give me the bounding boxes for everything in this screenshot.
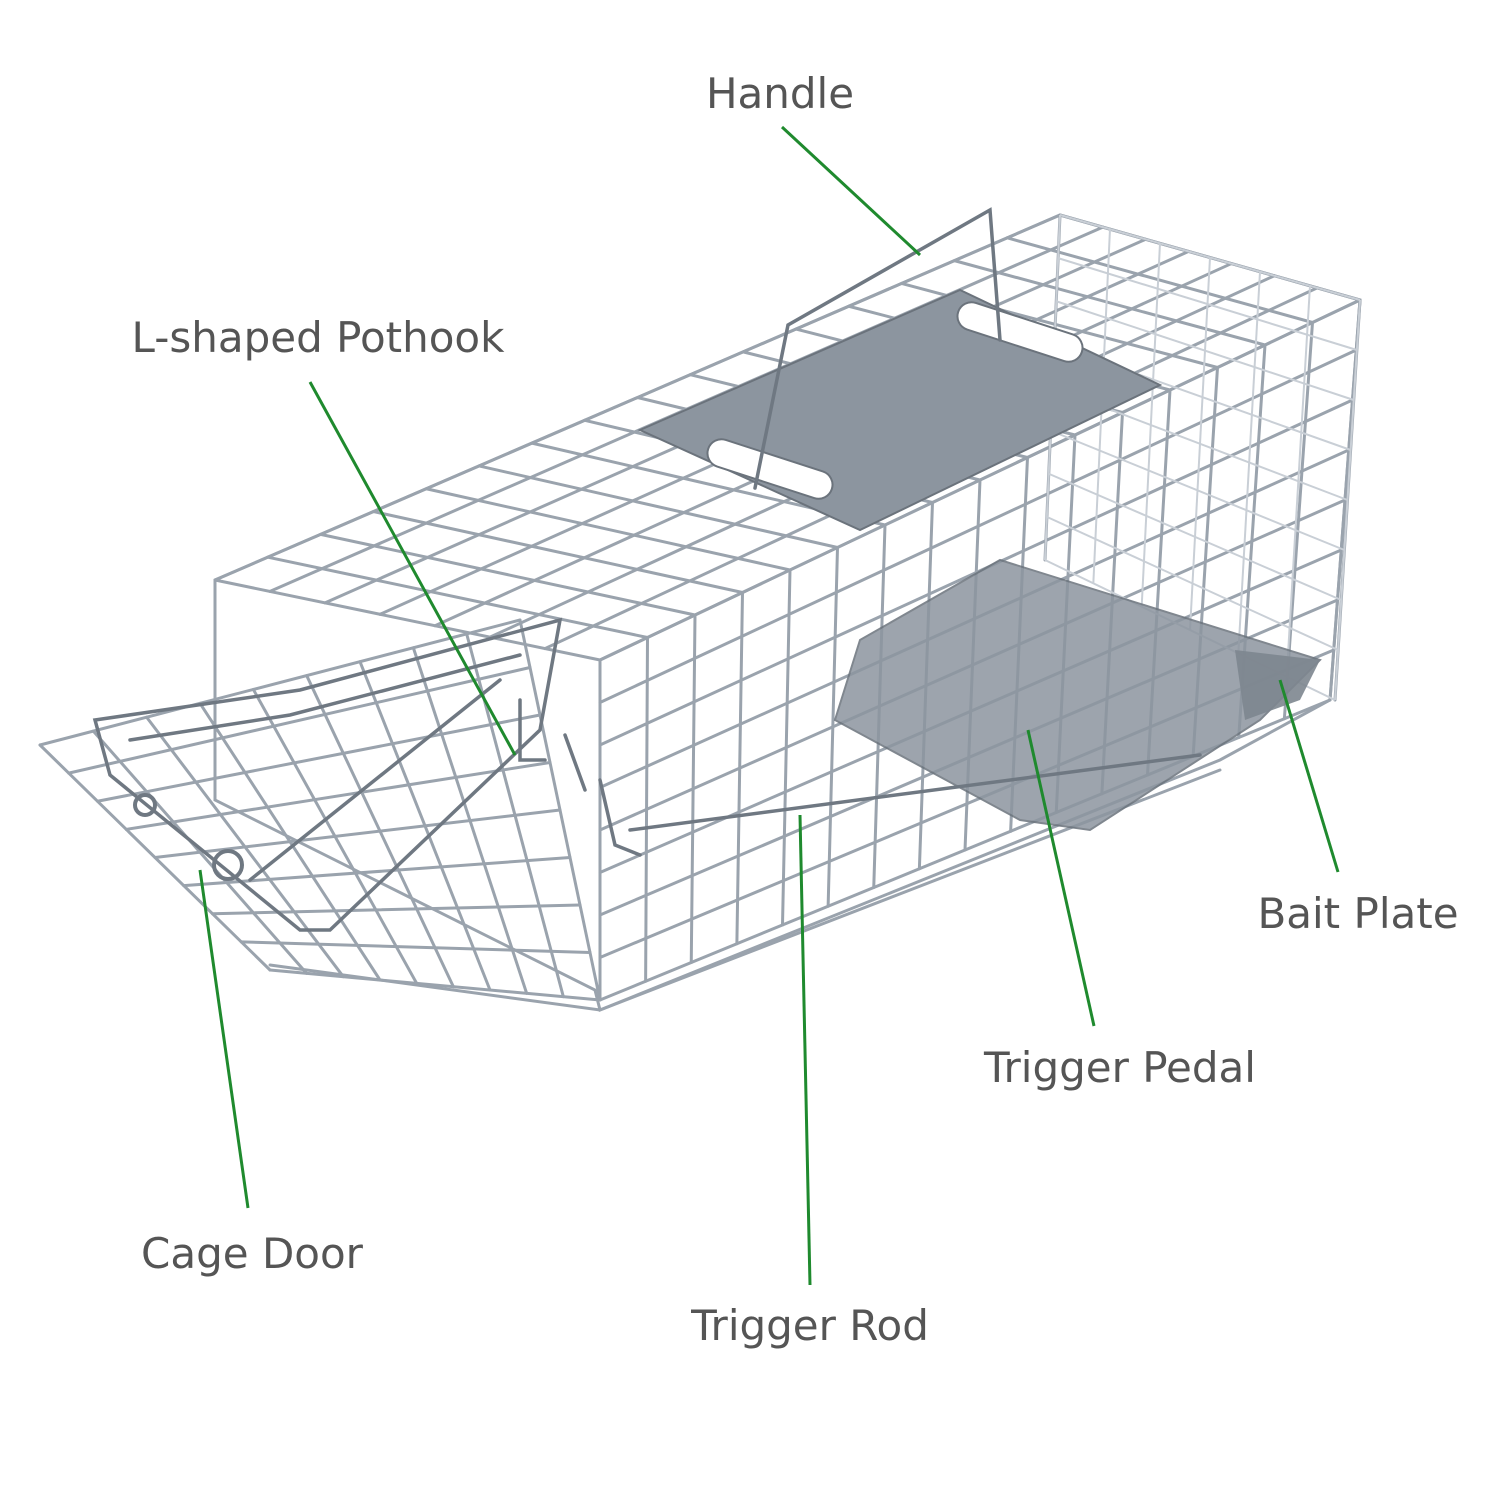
- leader-trigger-rod: [798, 814, 812, 1286]
- handle-plate: [637, 288, 1163, 532]
- leader-bait-plate: [1278, 679, 1340, 873]
- mesh-wire: [153, 808, 562, 859]
- mesh-wire: [1059, 214, 1361, 301]
- leader-cage-door: [198, 869, 250, 1209]
- mesh-wire: [319, 532, 697, 617]
- door-spring: [212, 849, 244, 881]
- handle-slot-back: [956, 301, 1084, 363]
- label-handle: Handle: [706, 69, 854, 118]
- cage-door-mesh: [38, 618, 602, 1002]
- label-bait-plate: Bait Plate: [1257, 889, 1458, 938]
- cage-trap: [38, 207, 1362, 1013]
- labels: Handle L-shaped Pothook Bait Plate Trigg…: [132, 69, 1459, 1350]
- mesh-wire: [211, 903, 582, 916]
- mesh-wire: [1050, 429, 1345, 551]
- label-pothook: L-shaped Pothook: [132, 313, 506, 362]
- door-latch-frame: [92, 617, 563, 932]
- label-trigger-rod: Trigger Rod: [690, 1301, 929, 1350]
- mesh-wire: [1048, 472, 1342, 601]
- mesh-wire: [239, 940, 592, 954]
- mesh-wire: [268, 968, 602, 1002]
- mesh-wire: [38, 618, 522, 747]
- handle-slot-front: [706, 438, 834, 500]
- mesh-wire: [598, 348, 1358, 704]
- mesh-wire: [1057, 257, 1358, 351]
- mesh-wire: [213, 213, 1062, 582]
- leader-trigger-pedal: [1026, 729, 1096, 1027]
- mesh-wire: [371, 510, 744, 594]
- label-trigger-pedal: Trigger Pedal: [983, 1043, 1256, 1092]
- bait-plate-lip: [1235, 650, 1320, 720]
- handle-wire: [753, 207, 1002, 490]
- leader-lines: [198, 125, 1340, 1286]
- mesh-wire: [67, 666, 532, 775]
- bait-plate: [833, 558, 1322, 832]
- leader-handle: [780, 125, 922, 257]
- mesh-wire: [952, 259, 1267, 347]
- mesh-wire: [1046, 515, 1339, 651]
- mesh-wire: [96, 713, 542, 803]
- door-pivot: [133, 793, 157, 817]
- mesh-wire: [1055, 300, 1355, 401]
- mesh-wire: [424, 487, 792, 572]
- mesh-wire: [182, 856, 572, 888]
- door-latch-inner: [128, 653, 522, 882]
- label-cage-door: Cage Door: [141, 1229, 364, 1278]
- trigger-rod: [628, 753, 1202, 832]
- cage-back-mesh: [1044, 214, 1361, 701]
- mesh-wire: [477, 464, 839, 549]
- mesh-wire: [266, 555, 649, 639]
- mesh-wire: [124, 761, 552, 831]
- l-shaped-pothook: [518, 698, 587, 792]
- mesh-wire: [213, 578, 602, 662]
- leader-pothook: [308, 381, 517, 756]
- trigger-rod-hook: [598, 778, 642, 857]
